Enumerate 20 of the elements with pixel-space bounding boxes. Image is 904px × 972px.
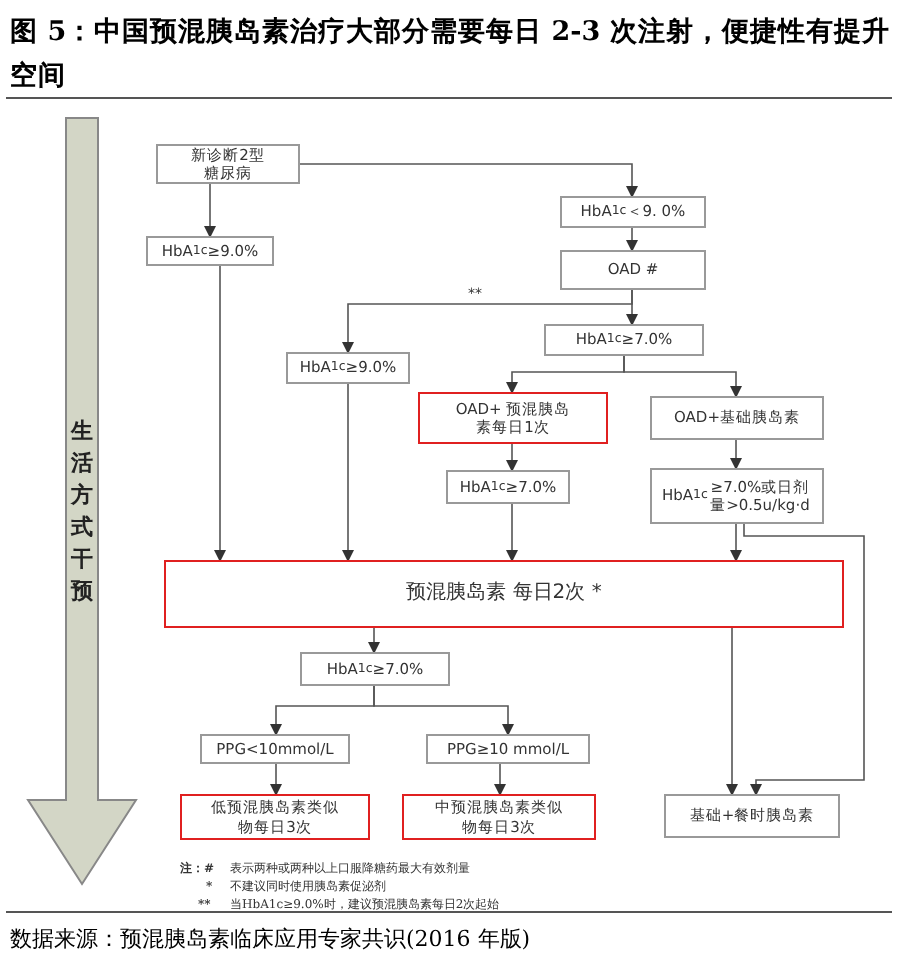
caption: 数据来源：预混胰岛素临床应用专家共识(2016 年版): [10, 924, 531, 954]
arrow: [506, 443, 518, 472]
arrow: [270, 763, 282, 796]
arrow: [494, 763, 506, 796]
arrow: [368, 627, 380, 654]
arrow: [299, 163, 638, 198]
arrow: [204, 183, 216, 238]
arrow: [342, 289, 633, 354]
arrow: [214, 265, 226, 562]
arrow: [342, 383, 354, 562]
arrow: [743, 523, 865, 796]
title: 图 5：中国预混胰岛素治疗大部分需要每日 2-3 次注射，便捷性有提升空间: [10, 14, 890, 96]
arrow: [726, 627, 738, 796]
arrow: [373, 685, 514, 736]
process-box: 预混胰岛素 每日2次 *: [164, 560, 844, 628]
arrow: [730, 439, 742, 470]
arrow: [623, 355, 742, 398]
arrow: [730, 523, 742, 562]
arrow: [506, 503, 518, 562]
arrow: [626, 227, 638, 252]
